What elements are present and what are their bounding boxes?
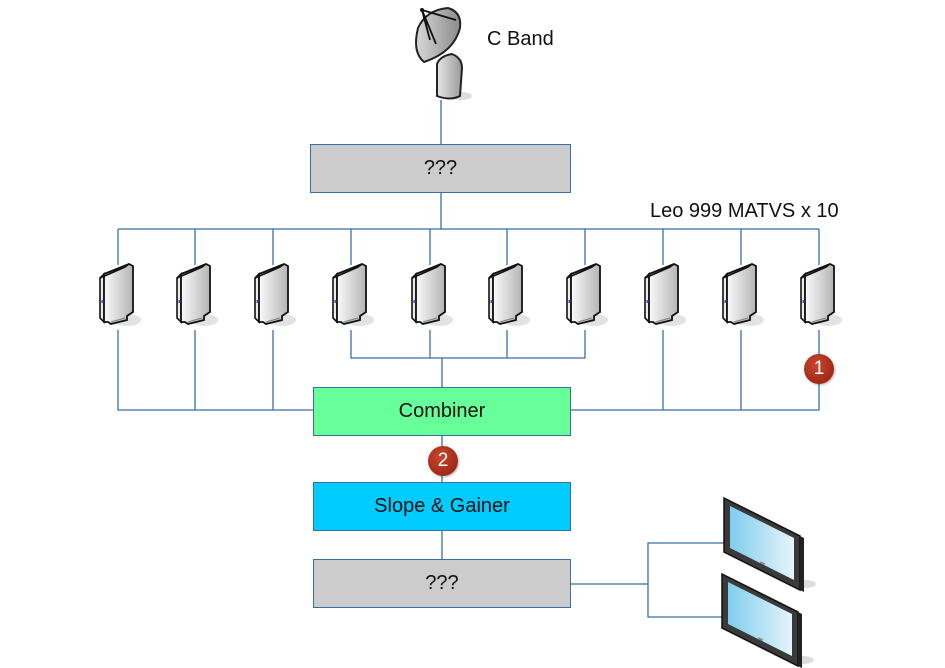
server-icon[interactable]	[720, 262, 766, 330]
wire	[117, 330, 313, 411]
badge-1: 1	[804, 354, 834, 384]
server-icon[interactable]	[409, 262, 455, 330]
server-icon[interactable]	[564, 262, 610, 330]
c-band-label: C Band	[487, 28, 554, 50]
server-icon[interactable]	[642, 262, 688, 330]
badge-2: 2	[428, 446, 458, 476]
top-unknown-box[interactable]: ???	[310, 144, 571, 193]
monitor-icon[interactable]	[720, 570, 816, 668]
wire	[571, 330, 820, 411]
server-icon[interactable]	[174, 262, 220, 330]
wire	[350, 330, 586, 359]
satellite-dish-icon	[415, 6, 472, 100]
receivers-group-label: Leo 999 MATVS x 10	[650, 200, 839, 222]
server-icon[interactable]	[252, 262, 298, 330]
server-icon[interactable]	[798, 262, 844, 330]
wire	[647, 542, 727, 618]
slope-gainer-box[interactable]: Slope & Gainer	[313, 482, 571, 531]
server-icon[interactable]	[330, 262, 376, 330]
server-icon[interactable]	[97, 262, 143, 330]
bottom-unknown-box[interactable]: ???	[313, 559, 571, 608]
monitor-icon[interactable]	[722, 494, 818, 592]
combiner-box[interactable]: Combiner	[313, 387, 571, 436]
server-icon[interactable]	[486, 262, 532, 330]
